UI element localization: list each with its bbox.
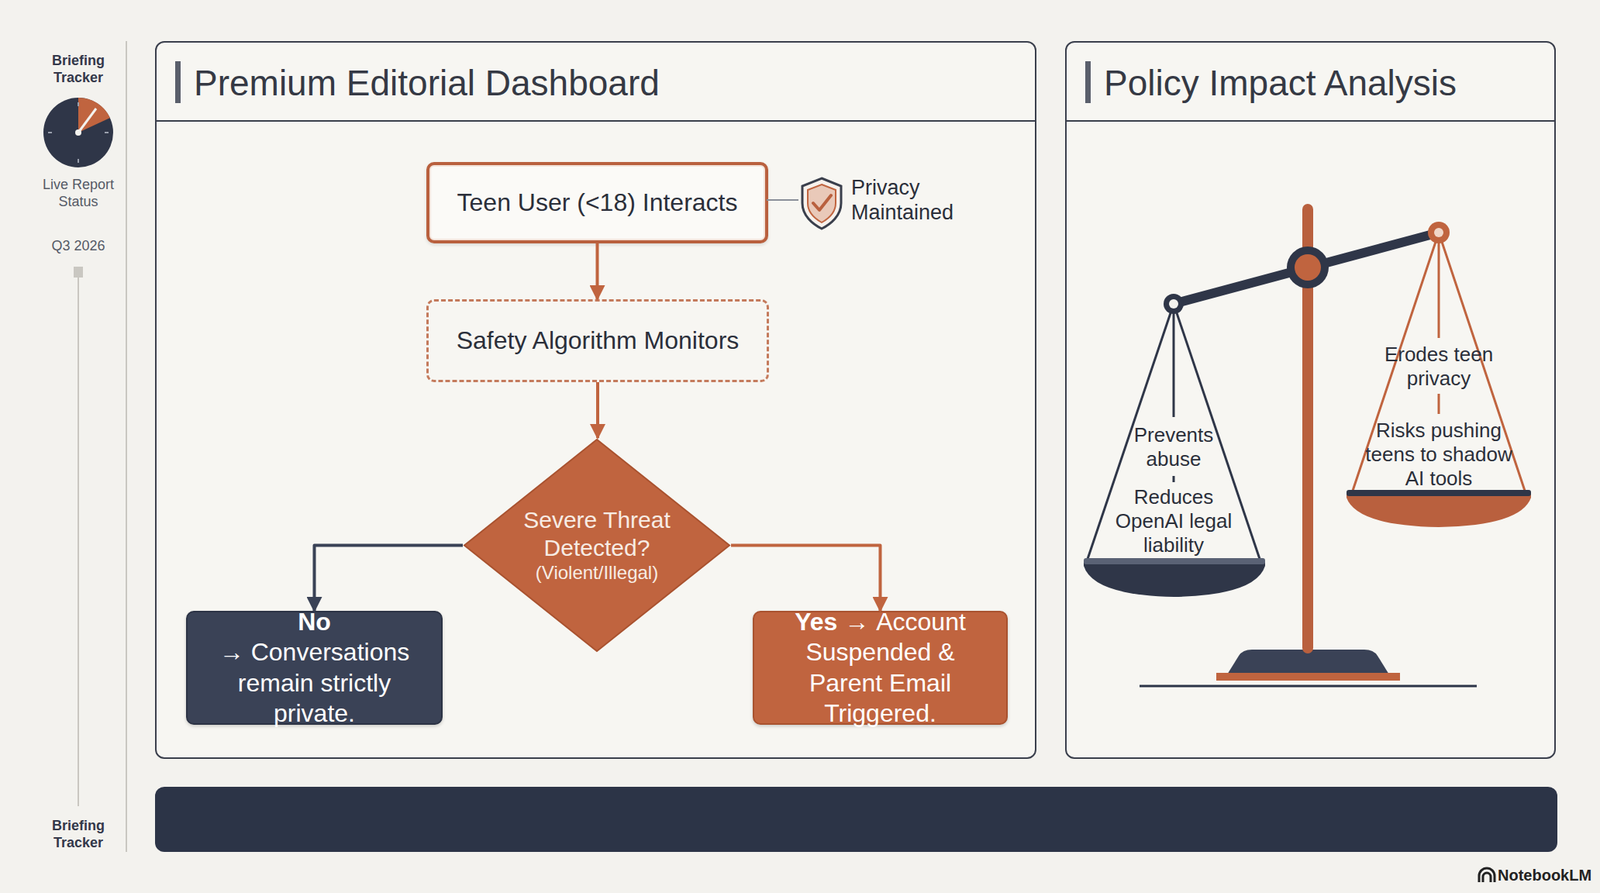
panel-header-rule <box>1066 120 1555 122</box>
sidebar-divider <box>125 41 128 852</box>
bottom-band <box>155 786 1558 852</box>
node-text: Yes →Account Suspended & Parent Email Tr… <box>768 606 993 728</box>
timeline-marker <box>73 266 83 278</box>
scale-text: Prevents abuse <box>1111 423 1236 472</box>
node-text: Safety Algorithm Monitors <box>456 325 740 356</box>
flow-arrow <box>731 545 881 612</box>
leader-line <box>766 199 799 201</box>
sidebar-title: Briefing Tracker <box>34 52 122 87</box>
flow-arrow <box>596 382 600 438</box>
decision-diamond: Severe Threat Detected?(Violent/Illegal) <box>462 437 732 653</box>
diamond-text: Severe Threat Detected?(Violent/Illegal) <box>507 506 687 585</box>
status-text: Live Report Status <box>34 176 122 211</box>
decision-text: Severe Threat Detected? <box>507 506 687 563</box>
panel-header-rule <box>156 120 1035 122</box>
scale-text: Reduces OpenAI legal liability <box>1104 485 1243 559</box>
panel-title: Policy Impact Analysis <box>1103 62 1457 104</box>
process-box: Teen User (<18) Interacts <box>426 162 769 244</box>
process-box: Safety Algorithm Monitors <box>426 299 769 383</box>
decision-note: (Violent/Illegal) <box>507 562 687 585</box>
balance-scale <box>1083 203 1532 687</box>
shield-icon <box>802 178 842 229</box>
callout-text: Privacy Maintained <box>851 175 976 226</box>
panel: Policy Impact Analysis <box>1065 41 1556 759</box>
flow-arrow <box>314 545 464 612</box>
period-label: Q3 2026 <box>27 237 129 256</box>
node-text: No →Conversations remain strictly privat… <box>201 606 428 728</box>
timeline-line <box>77 277 80 807</box>
outcome-box: No →Conversations remain strictly privat… <box>186 610 443 725</box>
diamond-outline <box>464 439 730 652</box>
outcome-box: Yes →Account Suspended & Parent Email Tr… <box>752 610 1008 725</box>
watermark-icon <box>1479 868 1495 883</box>
scale-text: Erodes teen privacy <box>1373 342 1504 391</box>
accent-bar <box>1085 61 1091 104</box>
outcome-text: Conversations remain strictly private. <box>237 637 410 727</box>
watermark: NotebookLM <box>1497 865 1595 885</box>
flow-arrow <box>596 243 600 300</box>
panel-title: Premium Editorial Dashboard <box>193 62 660 104</box>
clock-icon <box>43 97 114 168</box>
node-label: Teen User (<18) Interacts <box>457 187 738 218</box>
outcome-key: Yes → <box>794 607 869 636</box>
scale-text: Risks pushing teens to shadow AI tools <box>1359 418 1519 492</box>
panel: Premium Editorial DashboardTeen User (<1… <box>155 41 1037 759</box>
sidebar-title: Briefing Tracker <box>34 817 122 852</box>
node-label: Safety Algorithm Monitors <box>456 325 740 356</box>
accent-bar <box>175 61 181 104</box>
node-text: Teen User (<18) Interacts <box>457 187 738 218</box>
